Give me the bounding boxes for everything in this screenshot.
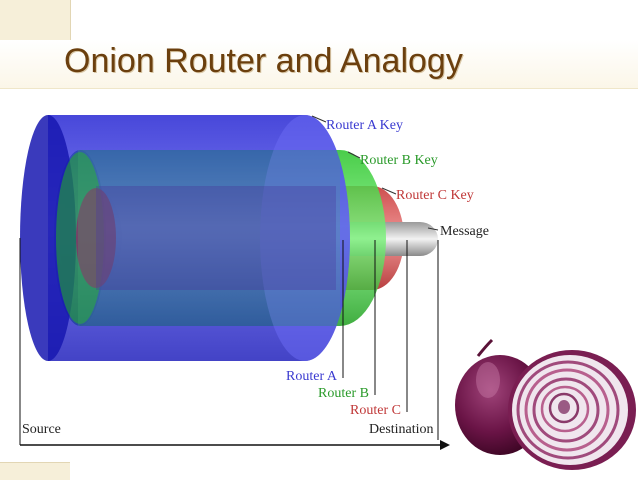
router-b-label: Router B bbox=[318, 386, 369, 401]
router-a-layer bbox=[20, 115, 350, 361]
destination-label: Destination bbox=[369, 422, 434, 437]
router-b-key-label: Router B Key bbox=[360, 153, 438, 168]
message-leader bbox=[427, 227, 439, 231]
router-a-label: Router A bbox=[286, 369, 338, 384]
router-c-face bbox=[76, 188, 116, 288]
router-a-key-label: Router A Key bbox=[326, 118, 403, 133]
router-c-key-label: Router C Key bbox=[396, 188, 474, 203]
router-b-key-leader bbox=[347, 151, 361, 159]
path-arrowhead bbox=[440, 440, 450, 450]
slide-title: Onion Router and Analogy bbox=[64, 42, 463, 80]
source-label: Source bbox=[22, 422, 61, 437]
onion-photo bbox=[455, 338, 636, 470]
green-inner-tint bbox=[78, 150, 340, 326]
red-inner-tint bbox=[96, 186, 336, 290]
message-label: Message bbox=[440, 224, 489, 239]
corner-decoration-bottom bbox=[0, 462, 70, 480]
router-a-key-leader bbox=[311, 115, 327, 123]
router-c-key-leader bbox=[381, 187, 397, 195]
half-onion bbox=[508, 350, 636, 470]
router-c-label: Router C bbox=[350, 403, 401, 418]
title-band bbox=[0, 40, 638, 89]
